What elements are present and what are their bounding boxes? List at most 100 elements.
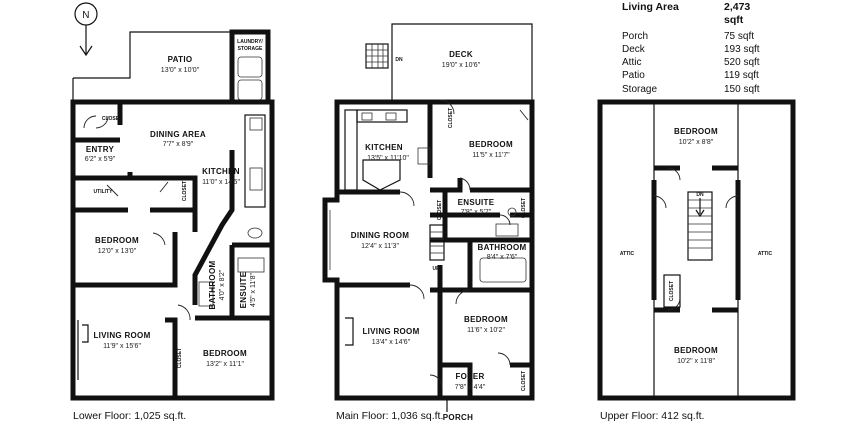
room-label-closet: CLOSET [521, 198, 527, 218]
room-label-living-room: LIVING ROOM [93, 331, 150, 340]
door-swing-icon [459, 177, 471, 191]
room-label-bedroom: BEDROOM [203, 349, 247, 358]
upper-floor-caption: Upper Floor: 412 sq.ft. [600, 410, 704, 422]
washer-icon [237, 56, 263, 78]
toilet-icon [507, 207, 517, 217]
room-label-deck: DECK [449, 50, 473, 59]
toilet-icon [247, 227, 263, 239]
room-label-bedroom: BEDROOM [674, 346, 718, 355]
room-label-kitchen: KITCHEN [365, 143, 403, 152]
shower-icon [198, 281, 214, 307]
door-swing-icon [455, 289, 471, 305]
upper-stairs-icon [687, 191, 713, 261]
door-swing-icon [725, 195, 739, 209]
room-label-attic: ATTIC [620, 251, 635, 257]
room-label-foyer: FOYER [455, 372, 484, 381]
room-label-closet: CLOSET [177, 348, 183, 368]
lower-floor-caption: Lower Floor: 1,025 sq.ft. [73, 410, 186, 422]
fireplace-icon [82, 324, 89, 343]
lower-outer-walls [70, 99, 275, 401]
deck-stairs-icon [365, 43, 389, 69]
room-dim-dining-area: 7'7" x 8'9" [163, 141, 194, 148]
room-label-closet: CLOSET [448, 108, 454, 128]
room-dim-bedroom: 10'2" x 8'8" [679, 139, 714, 146]
door-swing-icon [667, 167, 681, 181]
sink-icon [385, 112, 397, 121]
room-label-living-room: LIVING ROOM [362, 327, 419, 336]
room-dim-ensuite: 4'5" x 11'8" [250, 272, 257, 306]
door-swing-icon [95, 115, 109, 129]
kitchen-counter [244, 114, 266, 208]
door-swing-icon [159, 181, 169, 193]
door-swing-icon [399, 191, 415, 207]
room-label-closet: CLOSET [182, 181, 188, 201]
lower-wall [150, 207, 198, 232]
main-outer-walls [322, 99, 535, 401]
stove-icon [249, 167, 263, 191]
room-dim-bedroom: 13'2" x 11'1" [206, 361, 244, 368]
room-label-bedroom: BEDROOM [674, 127, 718, 136]
vanity-icon [237, 257, 265, 273]
door-swing-icon [83, 115, 97, 129]
lower-wall [192, 150, 235, 305]
room-dim-kitchen: 11'0" x 14'5" [202, 179, 240, 186]
room-label-bedroom: BEDROOM [469, 140, 513, 149]
room-label-dining-room: DINING ROOM [351, 231, 409, 240]
room-label-bedroom: BEDROOM [464, 315, 508, 324]
north-arrowhead-icon [79, 45, 93, 57]
vanity-icon [495, 223, 519, 237]
room-dim-bedroom: 11'6" x 10'2" [467, 327, 505, 334]
lower-wall [130, 175, 198, 210]
room-dim-bedroom: 11'5" x 11'7" [472, 152, 510, 159]
room-label-laundry: LAUNDRY/ [237, 39, 263, 45]
main-floor-caption: Main Floor: 1,036 sq.ft. [336, 410, 443, 422]
door-swing-icon [429, 374, 443, 388]
room-label-entry: ENTRY [86, 145, 115, 154]
door-swing-icon [499, 214, 511, 226]
room-label-patio: PATIO [168, 55, 193, 64]
kitchen-counter [344, 109, 358, 191]
room-label-closet: CLOSET [437, 200, 443, 220]
stairs-label-dn: DN [395, 57, 403, 63]
room-dim-entry: 6'2" x 5'9" [85, 156, 116, 163]
compass: N [74, 2, 98, 57]
upper-closet-walls [663, 274, 681, 308]
kitchen-island [362, 159, 401, 191]
kitchen-counter [356, 109, 408, 123]
room-label-ensuite: ENSUITE [239, 271, 248, 308]
room-label-utility: UTILITY [94, 189, 114, 195]
room-label-ensuite: ENSUITE [458, 198, 495, 207]
room-label-bathroom: BATHROOM [478, 243, 527, 252]
upper-floor: DN BEDROOM 10'2" x 8'8" ATTIC ATTIC CLOS… [597, 99, 796, 422]
lower-wall [73, 172, 133, 181]
dryer-icon [237, 79, 263, 101]
door-swing-icon [106, 184, 119, 197]
stairs-label-dn: DN [696, 192, 704, 198]
upper-outer-walls [597, 99, 796, 401]
room-label-closet: CLOSET [669, 281, 675, 301]
room-dim-bathroom: 4'0" x 8'2" [219, 269, 226, 300]
main-floor: DN UP [322, 23, 535, 422]
room-dim-living-room: 13'4" x 14'6" [372, 339, 411, 346]
lower-wall [73, 232, 178, 288]
door-swing-icon [519, 109, 529, 121]
room-dim-bathroom: 8'4" x 7'6" [487, 254, 518, 261]
door-swing-icon [409, 284, 425, 300]
deck-outline [391, 23, 533, 100]
fridge-icon [417, 147, 431, 165]
room-label-closet: CLOSET [521, 371, 527, 391]
room-dim-kitchen: 13'5" x 11'10" [367, 155, 409, 162]
main-wall [440, 362, 473, 398]
fireplace-icon [345, 317, 354, 346]
bathtub-icon [479, 257, 527, 283]
room-dim-living-room: 11'9" x 15'6" [103, 343, 141, 350]
door-swing-icon [439, 99, 455, 115]
door-swing-icon [667, 297, 681, 311]
